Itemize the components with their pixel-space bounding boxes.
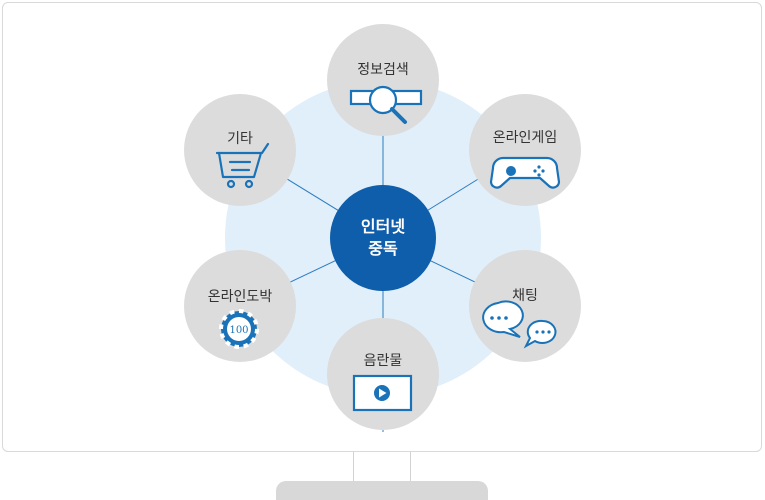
monitor-stand-base: [276, 481, 488, 500]
node-label: 정보검색: [357, 62, 409, 78]
node-label: 음란물: [364, 353, 403, 369]
node-pornography[interactable]: 음란물: [327, 318, 439, 430]
node-label: 채팅: [512, 288, 538, 304]
node-information-search[interactable]: 정보검색: [327, 24, 439, 136]
hub-label-line2: 중독: [368, 239, 398, 258]
node-etc[interactable]: 기타: [184, 94, 296, 206]
node-label: 온라인도박: [208, 289, 273, 305]
chat-bubbles-icon: [482, 300, 557, 349]
node-online-game[interactable]: 온라인게임: [469, 94, 581, 206]
center-hub-internet-addiction[interactable]: 인터넷 중독: [330, 185, 436, 291]
node-label: 기타: [227, 131, 253, 147]
node-online-gambling[interactable]: 온라인도박 100: [184, 250, 296, 362]
casino-chip-icon: 100: [219, 309, 259, 349]
video-play-icon: [352, 374, 413, 412]
hub-label-line1: 인터넷: [361, 217, 405, 236]
chip-value: 100: [229, 325, 248, 336]
magnifier-icon: [349, 85, 423, 124]
node-label: 온라인게임: [493, 130, 557, 146]
shopping-cart-icon: [215, 142, 270, 189]
gamepad-icon: [489, 156, 561, 189]
node-chatting[interactable]: 채팅: [469, 250, 581, 362]
